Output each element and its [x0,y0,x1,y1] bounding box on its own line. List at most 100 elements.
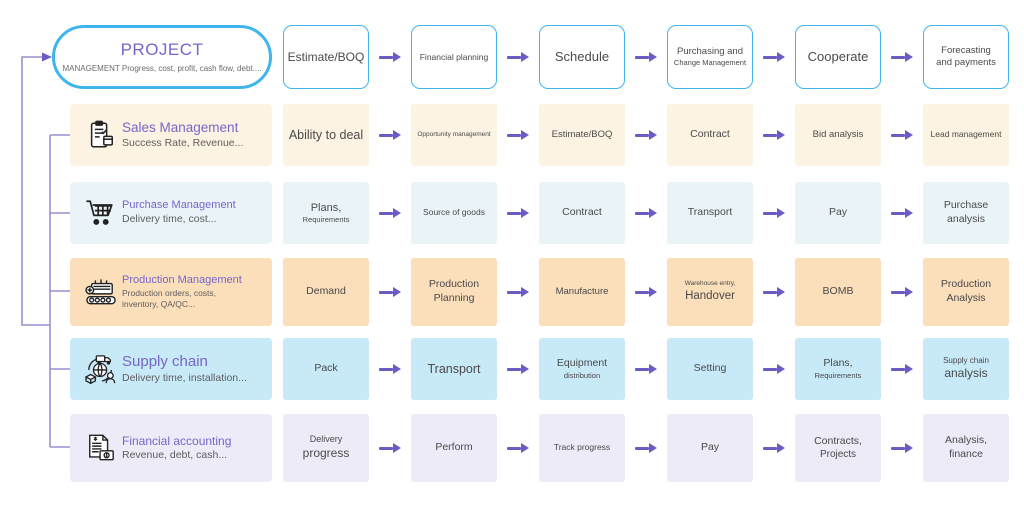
arrow-head [393,130,401,140]
project-hero-subtitle: MANAGEMENT Progress, cost, profit, cash … [62,64,262,74]
header-step-1[interactable]: Estimate/BOQ [283,25,369,89]
flow-arrow [763,443,785,453]
process-cell-sales-5[interactable]: Bid analysis [795,104,881,166]
category-subtitle: Delivery time, installation... [122,371,247,384]
process-cell-label-primary: Pay [700,441,720,454]
header-step-5[interactable]: Cooperate [795,25,881,89]
flow-arrow [635,443,657,453]
process-cell-purchase-5[interactable]: Pay [795,182,881,244]
arrow-head [649,52,657,62]
process-cell-financial-3[interactable]: Track progress [539,414,625,482]
arrow-shaft [379,291,393,294]
process-cell-financial-6[interactable]: Analysis,finance [923,414,1009,482]
category-title: Production Management [122,274,242,287]
process-cell-label-primary: Demand [306,285,346,298]
process-cell-production-3[interactable]: Manufacture [539,258,625,326]
invoice-money-icon [80,433,122,463]
arrow-shaft [379,212,393,215]
process-cell-supply-1[interactable]: Pack [283,338,369,400]
arrow-shaft [763,212,777,215]
arrow-head [393,52,401,62]
header-step-label-secondary: Change Management [673,58,747,68]
arrow-shaft [507,447,521,450]
arrow-head [777,208,785,218]
process-cell-production-4[interactable]: Warehouse entry,Handover [667,258,753,326]
process-cell-label-primary: Transport [687,206,733,219]
process-cell-sales-1[interactable]: Ability to deal [283,104,369,166]
process-cell-sales-4[interactable]: Contract [667,104,753,166]
process-cell-label-primary: Analysis, [944,434,987,447]
process-cell-production-1[interactable]: Demand [283,258,369,326]
arrow-shaft [763,56,777,59]
header-step-2[interactable]: Financial planning [411,25,497,89]
arrow-head [905,287,913,297]
flow-arrow [507,364,529,374]
process-cell-production-5[interactable]: BOMB [795,258,881,326]
header-step-label-primary: Cooperate [807,48,869,64]
arrow-head [905,52,913,62]
category-title: Sales Management [122,119,239,135]
category-title: Supply chain [122,352,208,370]
process-cell-purchase-2[interactable]: Source of goods [411,182,497,244]
process-cell-label-primary: Perform [435,441,473,454]
arrow-head [777,443,785,453]
process-cell-label-secondary: distribution [563,370,601,380]
process-cell-label-secondary: Requirements [302,215,350,225]
flow-arrow [635,208,657,218]
process-cell-purchase-4[interactable]: Transport [667,182,753,244]
arrow-head [905,130,913,140]
flow-arrow [763,287,785,297]
process-cell-purchase-3[interactable]: Contract [539,182,625,244]
arrow-shaft [763,447,777,450]
flow-arrow [379,364,401,374]
arrow-shaft [507,56,521,59]
process-cell-sales-3[interactable]: Estimate/BOQ [539,104,625,166]
flow-arrow [379,287,401,297]
process-cell-label-secondary: analysis [944,366,988,381]
arrow-shaft [763,291,777,294]
arrow-shaft [891,134,905,137]
process-cell-label-primary: Source of goods [423,207,485,218]
process-cell-financial-2[interactable]: Perform [411,414,497,482]
arrow-head [521,130,529,140]
arrow-head [393,443,401,453]
process-cell-financial-5[interactable]: Contracts,Projects [795,414,881,482]
process-cell-supply-4[interactable]: Setting [667,338,753,400]
flow-arrow [635,52,657,62]
header-step-3[interactable]: Schedule [539,25,625,89]
process-cell-label-primary: Production [940,278,992,291]
process-cell-supply-5[interactable]: Plans,Requirements [795,338,881,400]
process-cell-sales-2[interactable]: Opportunity management [411,104,497,166]
project-hero-card[interactable]: PROJECT MANAGEMENT Progress, cost, profi… [52,25,272,89]
process-cell-financial-4[interactable]: Pay [667,414,753,482]
arrow-shaft [507,291,521,294]
process-cell-label-primary: Purchase [943,199,989,212]
arrow-head [393,208,401,218]
category-subtitle: Revenue, debt, cash... [122,448,228,461]
process-cell-purchase-1[interactable]: Plans,Requirements [283,182,369,244]
process-cell-sales-6[interactable]: Lead management [923,104,1009,166]
flow-arrow [379,52,401,62]
factory-conveyor-icon [80,278,122,306]
process-cell-label-primary: Plans, [310,201,342,214]
header-step-label-secondary: and payments [936,57,996,68]
process-cell-supply-2[interactable]: Transport [411,338,497,400]
arrow-head [777,287,785,297]
arrow-head [521,52,529,62]
